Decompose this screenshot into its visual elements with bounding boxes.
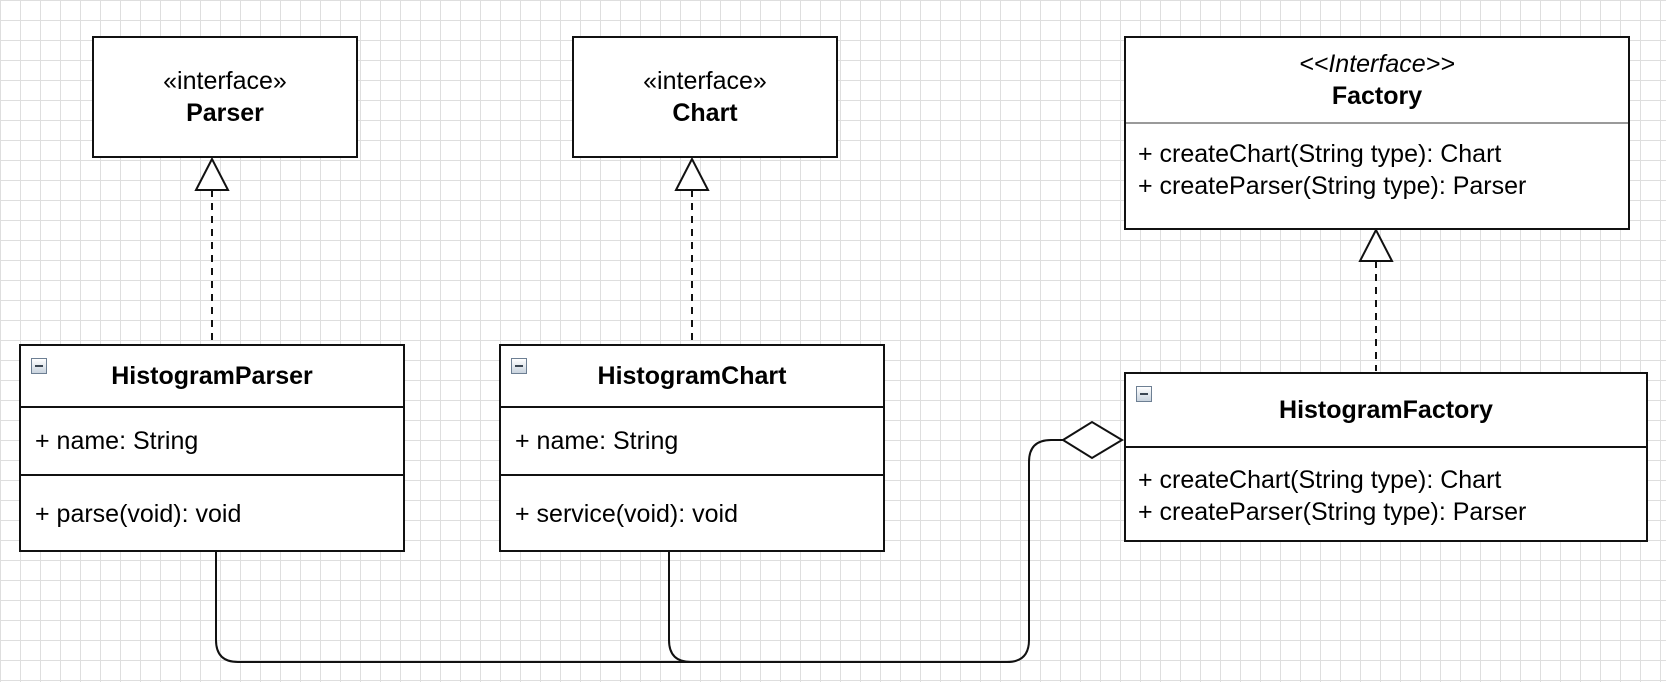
class-histogram-chart[interactable]: HistogramChart + name: String + service(… [499, 344, 885, 552]
class-histogram-parser-name: HistogramParser [111, 361, 313, 390]
interface-factory-stereotype: <<Interface>> [1299, 50, 1455, 78]
class-histogram-chart-attribute: + name: String [515, 426, 679, 455]
interface-factory-header: <<Interface>> Factory [1126, 38, 1628, 124]
realization-arrowhead-chart [674, 156, 710, 191]
realization-arrowhead-parser [194, 156, 230, 191]
interface-factory[interactable]: <<Interface>> Factory + createChart(Stri… [1124, 36, 1630, 230]
interface-chart-name: Chart [672, 99, 738, 127]
realization-arrowhead-factory [1358, 227, 1394, 262]
class-histogram-chart-header: HistogramChart [501, 346, 883, 408]
class-histogram-factory-name: HistogramFactory [1279, 395, 1493, 424]
class-histogram-chart-operations: + service(void): void [501, 476, 883, 529]
class-histogram-factory[interactable]: HistogramFactory + createChart(String ty… [1124, 372, 1648, 542]
class-histogram-parser-attribute: + name: String [35, 426, 199, 455]
class-histogram-parser-operations: + parse(void): void [21, 476, 403, 529]
interface-chart[interactable]: «interface» Chart [572, 36, 838, 158]
class-histogram-chart-name: HistogramChart [597, 361, 787, 390]
interface-factory-operations: + createChart(String type): Chart + crea… [1126, 124, 1628, 202]
class-histogram-factory-operation: + createChart(String type): Chart [1138, 466, 1502, 494]
class-histogram-factory-operation: + createParser(String type): Parser [1138, 498, 1527, 526]
interface-factory-name: Factory [1331, 82, 1423, 110]
class-histogram-factory-header: HistogramFactory [1126, 374, 1646, 448]
class-histogram-parser-attributes: + name: String [21, 408, 403, 476]
interface-chart-stereotype: «interface» [643, 67, 767, 95]
class-histogram-parser[interactable]: HistogramParser + name: String + parse(v… [19, 344, 405, 552]
aggregation-diamond [1061, 420, 1124, 460]
interface-parser-name: Parser [186, 99, 264, 127]
collapse-icon[interactable] [31, 358, 47, 374]
interface-factory-operation: + createParser(String type): Parser [1138, 172, 1527, 200]
class-histogram-parser-header: HistogramParser [21, 346, 403, 408]
collapse-icon[interactable] [1136, 386, 1152, 402]
class-histogram-factory-operations: + createChart(String type): Chart + crea… [1126, 448, 1646, 528]
interface-parser-stereotype: «interface» [163, 67, 287, 95]
aggregation-line-chart[interactable] [668, 552, 1007, 663]
class-histogram-parser-operation: + parse(void): void [35, 500, 242, 528]
aggregation-line-parser[interactable] [215, 439, 1063, 663]
interface-parser[interactable]: «interface» Parser [92, 36, 358, 158]
collapse-icon[interactable] [511, 358, 527, 374]
interface-factory-operation: + createChart(String type): Chart [1138, 140, 1502, 168]
class-histogram-chart-operation: + service(void): void [515, 500, 738, 528]
class-histogram-chart-attributes: + name: String [501, 408, 883, 476]
